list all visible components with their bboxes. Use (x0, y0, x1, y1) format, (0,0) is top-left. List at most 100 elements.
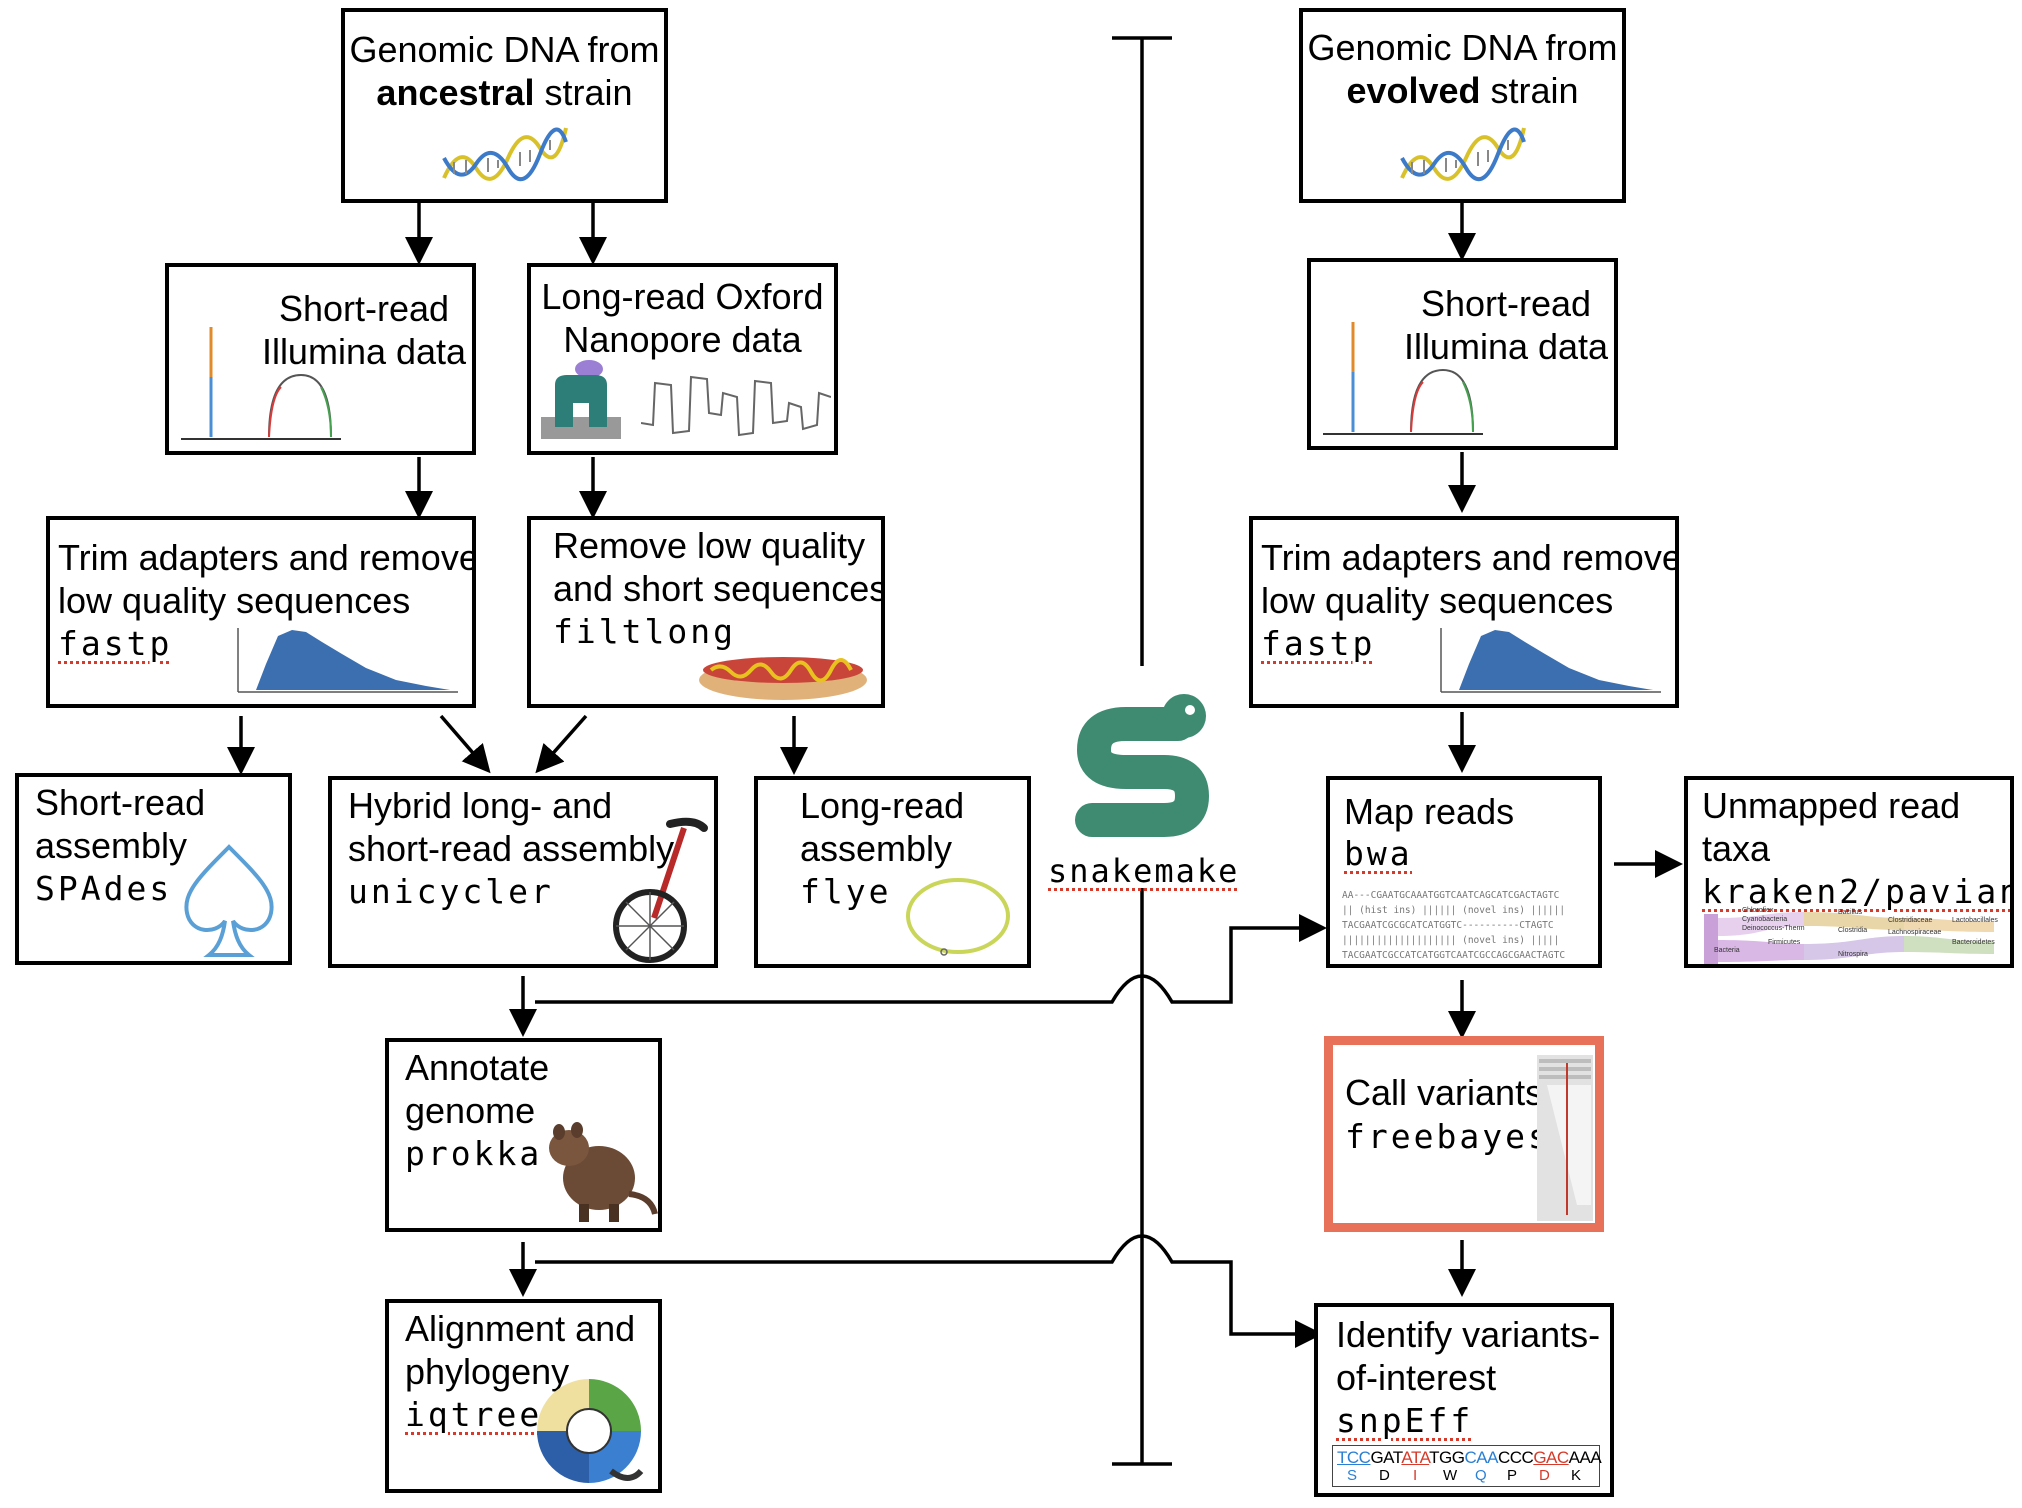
box-spades: Short-read assembly SPAdes (15, 773, 292, 965)
unicycle-icon (613, 817, 708, 963)
box-iqtree: Alignment and phylogeny iqtree (385, 1299, 662, 1493)
sankey-label: Bacillus (1838, 909, 1863, 916)
amino-acid: W (1443, 1467, 1457, 1484)
spades-line1: Short-read (35, 782, 206, 823)
box-illumina-right: Short-read Illumina data (1307, 258, 1618, 450)
phylo-title: Alignment and phylogeny (405, 1307, 635, 1393)
sankey-label: Firmicutes (1768, 939, 1801, 946)
nanopore-signal-icon (641, 375, 831, 437)
sankey-label: Cyanobacteria (1742, 916, 1788, 923)
map-tool: bwa (1344, 834, 1413, 873)
variants-tool: freebayes (1345, 1117, 1551, 1156)
codon: AAA (1568, 1448, 1602, 1467)
box-nanopore: Long-read Oxford Nanopore data (527, 263, 838, 455)
spades-line2: assembly (35, 825, 188, 866)
box-prokka: Annotate genome prokka (385, 1038, 662, 1232)
arrow-assembly-to-map (535, 914, 1327, 1004)
dna-helix-icon (442, 127, 568, 182)
circular-genome-icon (906, 878, 1010, 956)
unmapped-tool: kraken2/pavian (1702, 872, 2014, 911)
illumina-right-line2: Illumina data (1403, 326, 1609, 367)
codon-translation-panel: TCCGATATATGGCAACCCGACAAA S D I W Q P D K (1332, 1445, 1602, 1487)
codon: GAC (1533, 1448, 1569, 1467)
sankey-taxa-icon (1704, 912, 1994, 964)
amino-acid: D (1379, 1467, 1390, 1484)
hybrid-tool: unicycler (348, 872, 554, 911)
codon-row: TCCGATATATGGCAACCCGACAAA (1337, 1448, 1602, 1467)
codon: GAT (1370, 1448, 1402, 1467)
evolved-title-line1: Genomic DNA from (1307, 27, 1618, 68)
sankey-label: Lactobacillales (1952, 917, 1998, 924)
trim-right-line1: Trim adapters and remove (1261, 537, 1679, 578)
map-title: Map reads (1344, 790, 1514, 833)
annotate-line1: Annotate (405, 1047, 550, 1088)
sankey-labels: Chlorofiex Cyanobacteria Deinococcus-The… (1714, 906, 2008, 964)
evolved-title-rest: strain (1480, 70, 1579, 111)
unmapped-line1: Unmapped read (1702, 785, 1961, 826)
snpeff-line2: of-interest (1336, 1357, 1497, 1398)
illumina-chemistry-icon (1323, 322, 1483, 435)
nanopore-line2: Nanopore data (563, 319, 802, 360)
amino-acid: S (1347, 1467, 1357, 1484)
box-bwa: Map reads bwa AA---CGAATGCAAATGGTCAATCAG… (1326, 776, 1602, 968)
spades-title: Short-read assembly (35, 781, 205, 867)
sankey-label: Lachnospiraceae (1888, 929, 1942, 936)
sankey-label: Clostridiaceae (1888, 917, 1933, 924)
illumina-right-line1: Short-read (1420, 283, 1592, 324)
sankey-label: Clostridia (1838, 927, 1868, 934)
arrow-trim-to-hybrid (439, 714, 491, 774)
amino-acid: Q (1475, 1467, 1487, 1484)
codon: TGG (1429, 1448, 1465, 1467)
spade-icon (184, 844, 274, 957)
unmapped-line2: taxa (1702, 828, 1771, 869)
box-filtlong: Remove low quality and short sequences f… (527, 516, 885, 708)
codon: CCC (1497, 1448, 1534, 1467)
dna-helix-icon (1400, 127, 1526, 182)
read-pileup-icon (1537, 1055, 1593, 1221)
flye-line1: Long-read (800, 785, 965, 826)
phylo-line1: Alignment and (405, 1308, 636, 1349)
amino-acid: P (1507, 1467, 1517, 1484)
trim-right-tool: fastp (1261, 624, 1376, 663)
hybrid-title: Hybrid long- and short-read assembly (348, 784, 674, 870)
sankey-label: Bacteria (1714, 947, 1740, 954)
trim-left-title: Trim adapters and remove low quality seq… (58, 536, 476, 622)
flye-line2: assembly (800, 828, 953, 869)
codon: CAA (1464, 1448, 1499, 1467)
evolved-title: Genomic DNA from evolved strain (1303, 26, 1622, 112)
variants-title: Call variants (1345, 1071, 1543, 1114)
hybrid-line1: Hybrid long- and (348, 785, 613, 826)
annotate-tool: prokka (405, 1134, 543, 1173)
arrow-filt-to-hybrid (535, 714, 588, 774)
ancestral-title-rest: strain (534, 72, 633, 113)
trim-left-line1: Trim adapters and remove (58, 537, 476, 578)
box-trim-left: Trim adapters and remove low quality seq… (46, 516, 476, 708)
illumina-left-title: Short-read Illumina data (259, 287, 469, 373)
snpeff-title: Identify variants- of-interest (1336, 1313, 1600, 1399)
unmapped-title: Unmapped read taxa (1702, 784, 1960, 870)
flye-title: Long-read assembly (800, 784, 964, 870)
filt-line2: and short sequences (553, 568, 885, 609)
box-freebayes: Call variants freebayes (1324, 1036, 1604, 1232)
filt-line1: Remove low quality (553, 525, 866, 566)
sankey-label: Bacteroidetes (1952, 939, 1995, 946)
evolved-title-bold: evolved (1346, 70, 1481, 111)
codon: ATA (1401, 1448, 1430, 1467)
phylo-tool: iqtree (405, 1395, 543, 1434)
box-illumina-left: Short-read Illumina data (165, 263, 476, 455)
annotate-line2: genome (405, 1090, 536, 1131)
ancestral-title-bold: ancestral (376, 72, 535, 113)
filt-title: Remove low quality and short sequences (553, 524, 885, 610)
map-line1: Map reads (1344, 791, 1515, 832)
filt-tool: filtlong (553, 612, 736, 651)
box-kraken: Unmapped read taxa kraken2/pavian Chloro… (1684, 776, 2014, 968)
quality-histogram-icon (1440, 628, 1661, 693)
illumina-chemistry-icon (181, 327, 341, 440)
box-snpeff: Identify variants- of-interest snpEff TC… (1314, 1303, 1614, 1497)
box-trim-right: Trim adapters and remove low quality seq… (1249, 516, 1679, 708)
trim-left-line2: low quality sequences (58, 580, 411, 621)
quokka-icon (549, 1122, 658, 1222)
sankey-label: Chlorofiex (1742, 907, 1774, 914)
ancestral-title: Genomic DNA from ancestral strain (345, 28, 664, 114)
sankey-label: Deinococcus-Therm (1742, 925, 1805, 932)
